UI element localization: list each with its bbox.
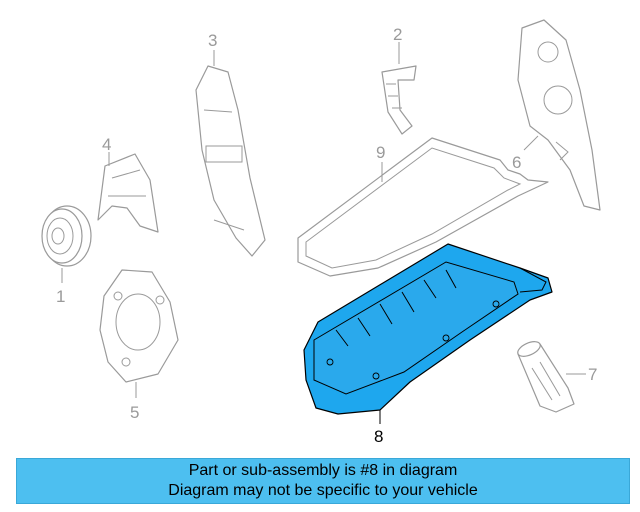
callout-1[interactable]: 1 xyxy=(56,287,65,306)
callout-5[interactable]: 5 xyxy=(130,403,139,422)
part-1-pulley[interactable] xyxy=(41,205,92,267)
callout-7[interactable]: 7 xyxy=(588,365,597,384)
part-8-oil-pan[interactable] xyxy=(303,243,553,415)
part-7-oil-filter[interactable] xyxy=(516,339,575,413)
part-3-timing-cover[interactable] xyxy=(195,65,266,257)
part-2-timing-belt[interactable] xyxy=(381,65,417,135)
part-9-gasket[interactable] xyxy=(297,137,549,277)
callout-2[interactable]: 2 xyxy=(393,25,402,44)
callout-9[interactable]: 9 xyxy=(376,143,385,162)
banner-line-1: Part or sub-assembly is #8 in diagram xyxy=(188,462,458,479)
leader-6 xyxy=(523,135,539,151)
part-5-oil-pump[interactable] xyxy=(99,269,179,383)
part-4-inner-cover[interactable] xyxy=(97,153,159,233)
info-banner: Part or sub-assembly is #8 in diagram Di… xyxy=(16,458,630,504)
callout-3[interactable]: 3 xyxy=(208,31,217,50)
callout-4[interactable]: 4 xyxy=(102,135,111,154)
callout-8[interactable]: 8 xyxy=(374,427,383,446)
banner-line-2: Diagram may not be specific to your vehi… xyxy=(168,482,478,499)
callout-6[interactable]: 6 xyxy=(512,153,521,172)
part-6-rear-cover[interactable] xyxy=(517,19,601,211)
parts-diagram: 1 4 3 2 6 9 5 xyxy=(41,19,601,446)
